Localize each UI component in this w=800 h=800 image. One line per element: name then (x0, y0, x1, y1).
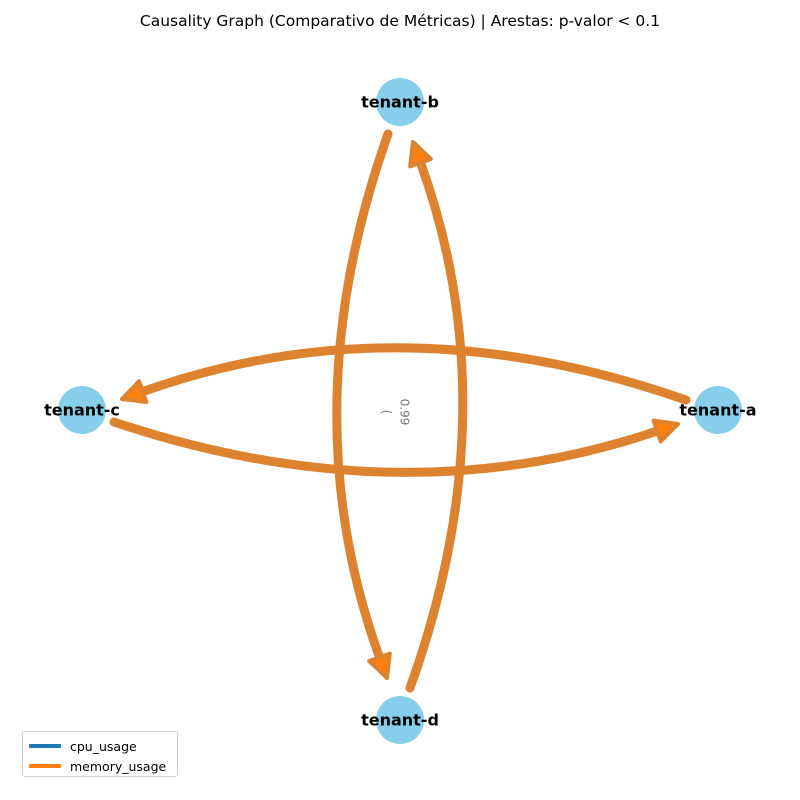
legend-swatch-memory (29, 764, 61, 768)
node-label-tenant-a: tenant-a (679, 401, 756, 420)
edge-tenant-b-to-tenant-d (332, 129, 393, 662)
arrowhead-tenant-d-to-tenant-b (408, 140, 433, 169)
edge-group (109, 129, 691, 693)
node-tenant-b (376, 78, 424, 126)
node-group: tenant-a tenant-b tenant-c tenant-d (44, 78, 757, 744)
edge-label-group: 0.99 ( (380, 399, 412, 426)
legend-swatch-cpu (29, 744, 61, 748)
graph-title: Causality Graph (Comparativo de Métricas… (139, 12, 661, 30)
legend-item-memory: memory_usage (29, 756, 171, 776)
edge-tenant-d-to-tenant-b (405, 158, 468, 693)
arrowhead-tenant-c-to-tenant-a (651, 418, 680, 444)
edge-label-paren: ( (380, 410, 394, 415)
legend-label-memory: memory_usage (70, 758, 167, 774)
edge-tenant-c-to-tenant-a (109, 417, 662, 477)
edge-label-value: 0.99 (398, 399, 412, 426)
legend-item-cpu: cpu_usage (29, 736, 171, 756)
node-tenant-a (694, 386, 742, 434)
node-tenant-c (58, 386, 106, 434)
edge-tenant-a-to-tenant-c (138, 343, 691, 405)
node-label-tenant-c: tenant-c (44, 401, 120, 420)
legend-label-cpu: cpu_usage (70, 738, 137, 754)
legend: cpu_usage memory_usage (22, 731, 178, 777)
arrowhead-tenant-a-to-tenant-c (120, 379, 149, 404)
arrowhead-tenant-b-to-tenant-d (367, 651, 392, 680)
node-label-tenant-b: tenant-b (361, 93, 439, 112)
node-label-tenant-d: tenant-d (361, 711, 439, 730)
node-tenant-d (376, 696, 424, 744)
